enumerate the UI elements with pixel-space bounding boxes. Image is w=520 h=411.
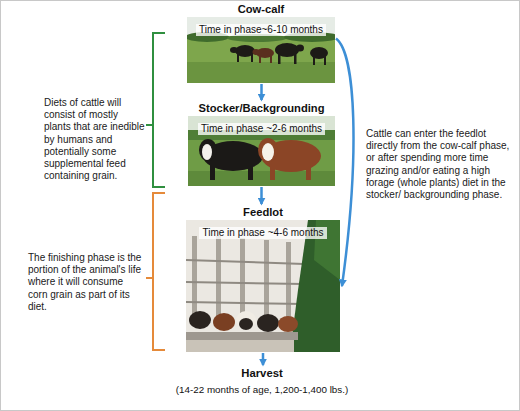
phase-heading: Cow-calf	[187, 2, 335, 17]
end-node: Harvest (14-22 months of age, 1,200-1,400…	[150, 366, 374, 396]
photo-area: Time in phase ~2-6 months	[188, 116, 335, 186]
flow-arrow	[336, 38, 353, 285]
phase-heading: Stocker/Backgrounding	[188, 101, 335, 116]
phase-heading: Feedlot	[186, 205, 340, 220]
time-in-phase: Time in phase ~2-6 months	[198, 123, 325, 135]
flow-arrow	[260, 187, 263, 204]
phase-box: Cow-calfTime in phase~6-10 months	[187, 2, 335, 83]
flow-arrow	[262, 353, 265, 365]
orange-bracket	[146, 193, 165, 350]
photo-area: Time in phase ~4-6 months	[186, 220, 340, 352]
phase-box: Stocker/BackgroundingTime in phase ~2-6 …	[188, 101, 335, 186]
photo-area: Time in phase~6-10 months	[187, 17, 335, 83]
time-in-phase: Time in phase ~4-6 months	[199, 227, 326, 239]
side-note: Cattle can enter the feedlot directly fr…	[366, 128, 514, 201]
green-bracket	[146, 33, 165, 187]
side-note: Diets of cattle will consist of mostly p…	[44, 97, 146, 182]
harvest-detail: (14-22 months of age, 1,200-1,400 lbs.)	[150, 383, 374, 396]
feedlot-photo	[186, 220, 340, 352]
flow-arrow	[260, 84, 263, 100]
side-note: The finishing phase is the portion of th…	[28, 252, 142, 313]
time-in-phase: Time in phase~6-10 months	[196, 24, 326, 36]
phase-box: FeedlotTime in phase ~4-6 months	[186, 205, 340, 352]
phase-heading: Harvest	[150, 366, 374, 381]
